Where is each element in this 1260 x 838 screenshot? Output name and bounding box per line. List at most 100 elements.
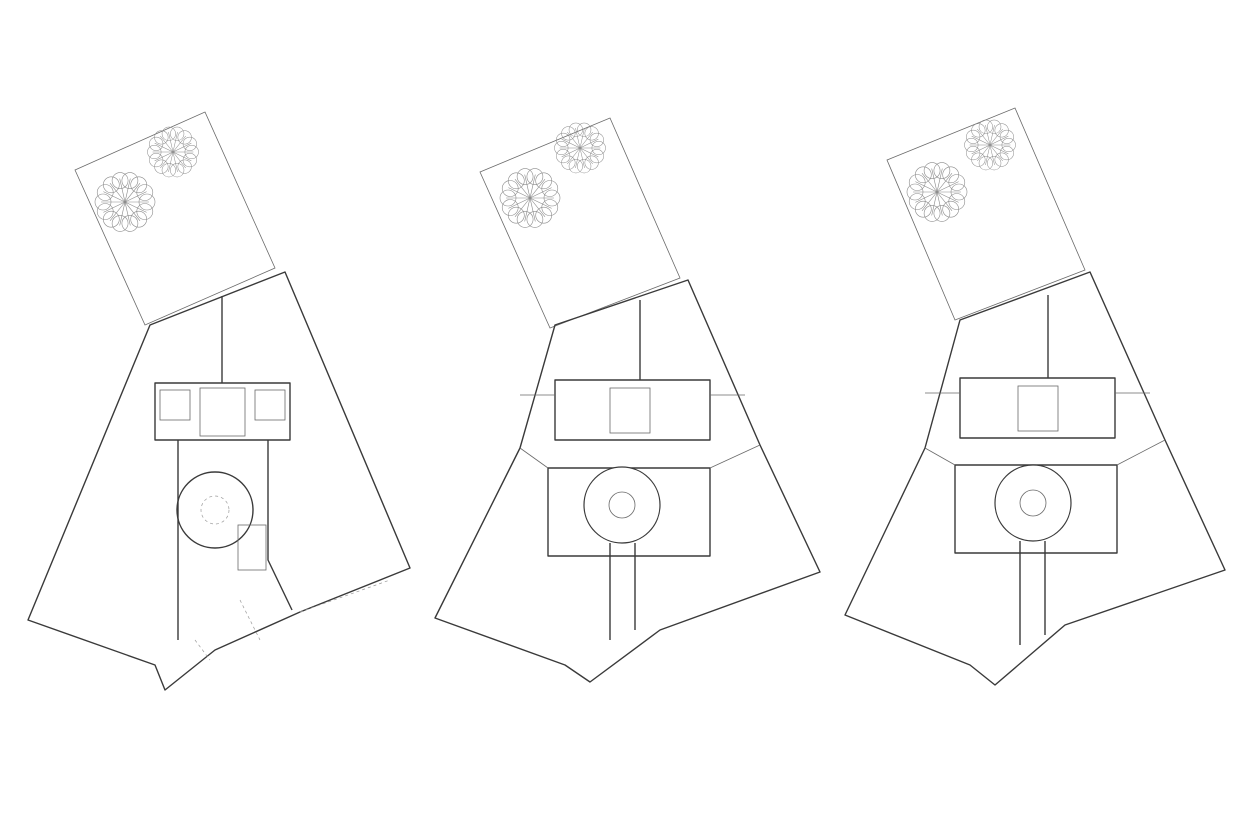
- tree-branch: [931, 191, 938, 216]
- tree-branch: [977, 128, 991, 146]
- tree-branch: [936, 191, 943, 216]
- tree-branch: [124, 201, 131, 226]
- tree-branch: [124, 183, 141, 203]
- tree-branch: [567, 147, 581, 165]
- tree-branch: [160, 135, 174, 153]
- tree-branch: [514, 179, 531, 199]
- tree-leaf-cluster: [516, 211, 534, 228]
- tree-branch: [172, 135, 186, 153]
- tree-branch: [124, 178, 131, 203]
- tree-branch: [508, 197, 531, 209]
- tree-leaf-cluster: [948, 174, 966, 191]
- tree-branch: [977, 144, 991, 162]
- tree-leaf-cluster: [987, 119, 1002, 134]
- tree-branch: [103, 201, 126, 213]
- tree-branch: [529, 187, 552, 199]
- tree-leaf-cluster: [923, 162, 941, 179]
- stair-hall: [177, 440, 293, 640]
- tree-leaf-cluster: [170, 126, 185, 141]
- building-outline: [27, 271, 411, 691]
- tree-leaf-cluster: [121, 172, 139, 189]
- tree-leaf-cluster: [516, 168, 534, 185]
- tree-branch: [971, 135, 991, 146]
- tree-leaf-cluster: [177, 159, 192, 174]
- tree-icon: [94, 172, 156, 232]
- tree-leaf-cluster: [942, 200, 959, 218]
- tree-leaf-cluster: [111, 215, 129, 232]
- tree-branch: [109, 201, 126, 221]
- wc-left: [159, 389, 191, 421]
- tree-branch: [921, 173, 938, 193]
- tree-leaf-cluster: [154, 130, 169, 145]
- tree-branch: [989, 144, 995, 165]
- tree-branch: [971, 144, 991, 155]
- tree-branch: [989, 144, 1009, 155]
- tree-branch: [985, 125, 991, 146]
- tree-branch: [936, 168, 943, 193]
- spiral-stair-core: [200, 495, 230, 525]
- tree-leaf-cluster: [501, 199, 519, 216]
- tree-leaf-cluster: [999, 129, 1014, 144]
- tree-leaf-cluster: [121, 215, 139, 232]
- floor-plan-3: [844, 107, 1226, 686]
- tree-branch: [936, 191, 953, 211]
- tree-leaf-cluster: [556, 149, 571, 164]
- spiral-stair: [583, 466, 661, 544]
- lift-shaft: [1017, 385, 1059, 432]
- tree-branch: [529, 197, 536, 222]
- tree-branch: [936, 181, 959, 193]
- tree-branch: [160, 151, 174, 169]
- tree-branch: [921, 191, 938, 211]
- spiral-stair-core: [608, 491, 636, 519]
- tree-leaf-cluster: [933, 162, 951, 179]
- tree-branch: [561, 147, 581, 158]
- tree-leaf-cluster: [978, 156, 993, 171]
- bathroom-core: [554, 379, 711, 441]
- tree-leaf-cluster: [526, 168, 544, 185]
- tree-branch: [579, 147, 585, 168]
- tree-leaf-cluster: [161, 126, 176, 141]
- tree-leaf-cluster: [149, 153, 164, 168]
- tree-branch: [119, 178, 126, 203]
- tree-branch: [989, 144, 1003, 162]
- tree-branch: [508, 187, 531, 199]
- tree-leaf-cluster: [966, 146, 981, 161]
- tree-branch: [119, 201, 126, 226]
- tree-leaf-cluster: [994, 152, 1009, 167]
- lift-shaft: [609, 387, 651, 434]
- tree-leaf-cluster: [96, 203, 114, 220]
- spiral-stair: [994, 464, 1072, 542]
- tree-branch: [172, 142, 192, 153]
- tree-leaf-cluster: [170, 163, 185, 178]
- tree-branch: [154, 151, 174, 162]
- tree-branch: [575, 128, 581, 149]
- tree-leaf-cluster: [161, 163, 176, 178]
- tree-branch: [172, 132, 178, 153]
- tree-branch: [103, 191, 126, 203]
- tree-branch: [124, 191, 147, 203]
- central-corridor: [1019, 541, 1046, 645]
- door-swings: [194, 579, 391, 661]
- lift-shaft: [199, 387, 246, 437]
- tree-branch: [575, 147, 581, 168]
- tree-leaf-cluster: [908, 193, 926, 210]
- tree-leaf-cluster: [130, 210, 147, 228]
- interior-walls: [519, 394, 761, 469]
- tree-leaf-cluster: [914, 166, 932, 184]
- garden-courtyard: [479, 117, 681, 329]
- tree-icon: [147, 126, 199, 178]
- tree-branch: [936, 191, 959, 203]
- tree-leaf-cluster: [541, 180, 559, 197]
- tree-leaf-cluster: [136, 184, 154, 201]
- tree-leaf-cluster: [568, 159, 583, 174]
- tree-leaf-cluster: [589, 132, 604, 147]
- tree-branch: [579, 147, 599, 158]
- tree-leaf-cluster: [182, 136, 197, 151]
- tree-leaf-cluster: [933, 205, 951, 222]
- tree-branch: [172, 151, 186, 169]
- tree-branch: [529, 197, 546, 217]
- floor-plan-2: [434, 117, 821, 683]
- wc-right: [254, 389, 286, 421]
- tree-branch: [529, 197, 552, 209]
- tree-branch: [172, 151, 192, 162]
